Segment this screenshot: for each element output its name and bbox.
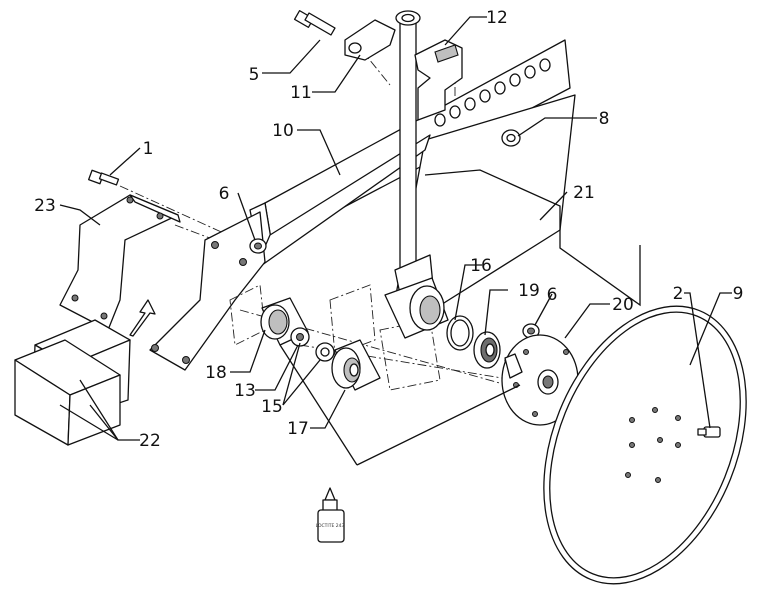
callout-6-right: 6 xyxy=(547,285,558,305)
callout-6-left: 6 xyxy=(219,184,230,204)
hub-housing xyxy=(384,277,449,339)
clamp-u-bracket xyxy=(414,39,463,121)
callout-20: 20 xyxy=(612,295,634,315)
bolt-2 xyxy=(697,426,721,438)
bolt-5 xyxy=(293,10,336,36)
callout-16: 16 xyxy=(470,256,492,276)
callout-8: 8 xyxy=(599,109,610,129)
hub-flange xyxy=(501,334,579,426)
callout-10: 10 xyxy=(272,121,294,141)
callout-labels: 1 2 5 6 6 8 9 10 11 12 13 15 16 17 18 19… xyxy=(34,8,743,451)
callout-12: 12 xyxy=(486,8,508,28)
bearing-19 xyxy=(473,331,501,369)
nut-6-right xyxy=(522,323,540,339)
leader-lines xyxy=(59,16,732,466)
bolt-1 xyxy=(88,169,120,186)
beam-holes xyxy=(434,58,551,127)
callout-19: 19 xyxy=(518,281,540,301)
nut-8 xyxy=(501,129,521,147)
callout-22: 22 xyxy=(139,431,161,451)
scraper-bracket xyxy=(59,194,181,337)
callout-18: 18 xyxy=(205,363,227,383)
clamp-top xyxy=(344,19,396,61)
snap-ring-16 xyxy=(446,315,474,351)
disc-blade xyxy=(543,305,747,585)
bottle-label: LOCTITE 243 xyxy=(316,523,345,529)
nut-6-left xyxy=(249,238,267,254)
callout-1: 1 xyxy=(143,139,154,159)
washer-15 xyxy=(315,342,335,362)
callout-15: 15 xyxy=(261,397,283,417)
callout-23: 23 xyxy=(34,196,56,216)
callout-17: 17 xyxy=(287,419,309,439)
callout-13: 13 xyxy=(234,381,256,401)
mounting-bracket xyxy=(149,211,266,371)
callout-21: 21 xyxy=(573,183,595,203)
callout-9: 9 xyxy=(733,284,744,304)
washer-13 xyxy=(290,327,310,347)
callout-11: 11 xyxy=(290,83,312,103)
callout-5: 5 xyxy=(249,65,260,85)
callout-2: 2 xyxy=(673,284,684,304)
threadlocker-bottle: LOCTITE 243 xyxy=(316,487,345,543)
bearing-17 xyxy=(331,339,381,391)
assembly-ghost-outline xyxy=(229,284,441,391)
